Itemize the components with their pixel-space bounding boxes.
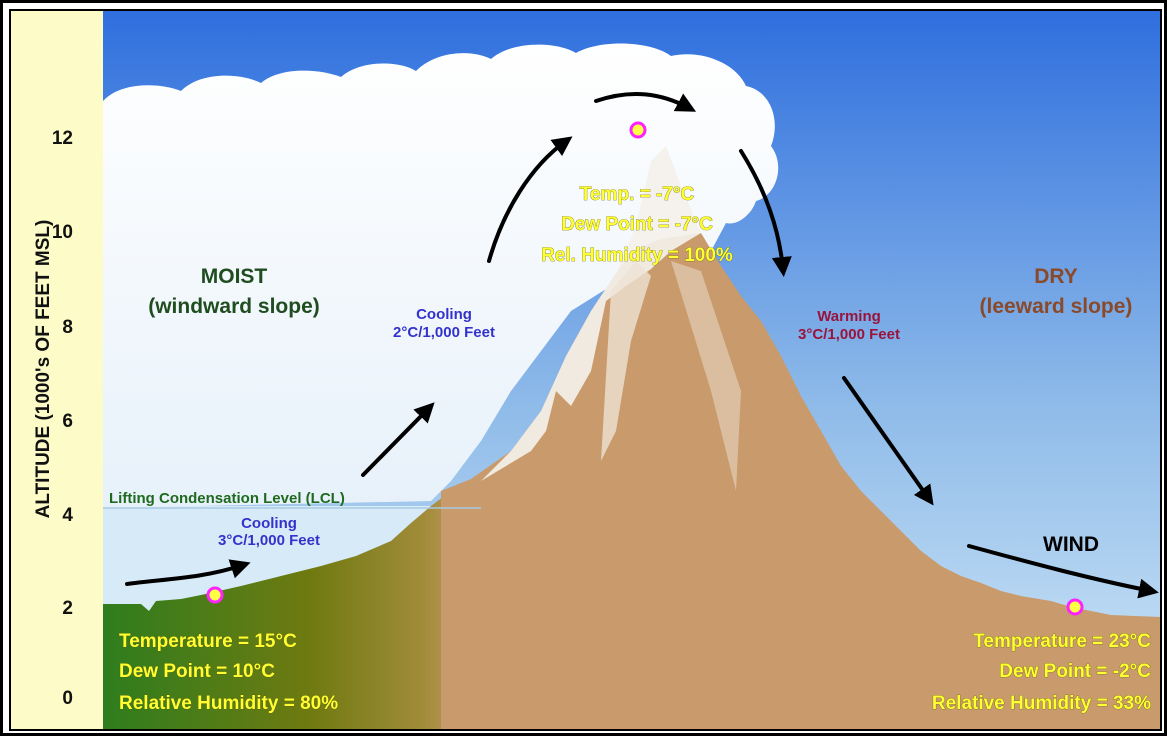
- parcel-marker-windward: [206, 586, 224, 604]
- dry-title: DRY: [1034, 265, 1078, 288]
- cooling-high-label: Cooling: [416, 306, 472, 323]
- dry-subtitle: (leeward slope): [980, 295, 1133, 318]
- parcel-marker-leeward: [1066, 598, 1084, 616]
- orographic-diagram: 0 2 4 6 8 10 12 ALTITUDE (1000's OF FEET…: [11, 11, 1160, 729]
- summit-humidity: Rel. Humidity = 100%: [541, 245, 733, 266]
- snow-cap: [481, 146, 701, 481]
- snow-streak: [671, 261, 741, 491]
- y-tick: 8: [62, 317, 73, 338]
- cloud-mass: [103, 43, 779, 508]
- warming-rate: 3°C/1,000 Feet: [798, 326, 900, 343]
- windward-ground: [103, 481, 481, 729]
- leeward-humidity: Relative Humidity = 33%: [932, 693, 1151, 714]
- y-tick: 4: [62, 505, 73, 526]
- cooling-low-label: Cooling: [241, 515, 297, 532]
- arrow-summit: [594, 91, 697, 112]
- y-axis: 0 2 4 6 8 10 12 ALTITUDE (1000's OF FEET…: [33, 128, 73, 709]
- warming-label: Warming: [817, 308, 881, 325]
- leeward-conditions: Temperature = 23°C Dew Point = -2°C Rela…: [932, 631, 1152, 715]
- moist-subtitle: (windward slope): [148, 295, 320, 318]
- wind-label: WIND: [1043, 533, 1099, 556]
- y-axis-label: ALTITUDE (1000's OF FEET MSL): [33, 220, 54, 519]
- windward-humidity: Relative Humidity = 80%: [119, 693, 338, 714]
- arrow-wind: [967, 544, 1159, 599]
- axis-strip: [11, 11, 103, 729]
- moist-title: MOIST: [201, 265, 268, 288]
- arrow-windward-high: [487, 136, 573, 263]
- cooling-high-rate: 2°C/1,000 Feet: [393, 324, 495, 341]
- arrow-leeward-high: [739, 149, 792, 277]
- summit-temp: Temp. = -7°C: [580, 184, 695, 205]
- y-tick: 0: [62, 688, 73, 709]
- airflow-arrows: [125, 91, 1159, 599]
- y-tick: 6: [62, 411, 73, 432]
- leeward-dewpoint: Dew Point = -2°C: [999, 661, 1151, 682]
- windward-temp: Temperature = 15°C: [119, 631, 297, 652]
- snow-streak: [601, 261, 651, 461]
- y-tick: 12: [52, 128, 73, 149]
- parcel-marker-summit: [629, 121, 647, 139]
- arrow-leeward-mid: [842, 376, 934, 506]
- windward-conditions: Temperature = 15°C Dew Point = 10°C Rela…: [119, 631, 339, 715]
- lcl-label: Lifting Condensation Level (LCL): [109, 490, 345, 507]
- y-tick: 2: [62, 598, 73, 619]
- cooling-low-rate: 3°C/1,000 Feet: [218, 532, 320, 549]
- figure-panel: 0 2 4 6 8 10 12 ALTITUDE (1000's OF FEET…: [9, 9, 1162, 731]
- y-tick: 10: [52, 222, 73, 243]
- summit-dewpoint: Dew Point = -7°C: [561, 214, 713, 235]
- arrow-windward-mid: [361, 402, 435, 477]
- leeward-temp: Temperature = 23°C: [973, 631, 1151, 652]
- arrow-windward-low: [125, 559, 251, 586]
- summit-conditions: Temp. = -7°C Dew Point = -7°C Rel. Humid…: [541, 184, 733, 267]
- windward-dewpoint: Dew Point = 10°C: [119, 661, 275, 682]
